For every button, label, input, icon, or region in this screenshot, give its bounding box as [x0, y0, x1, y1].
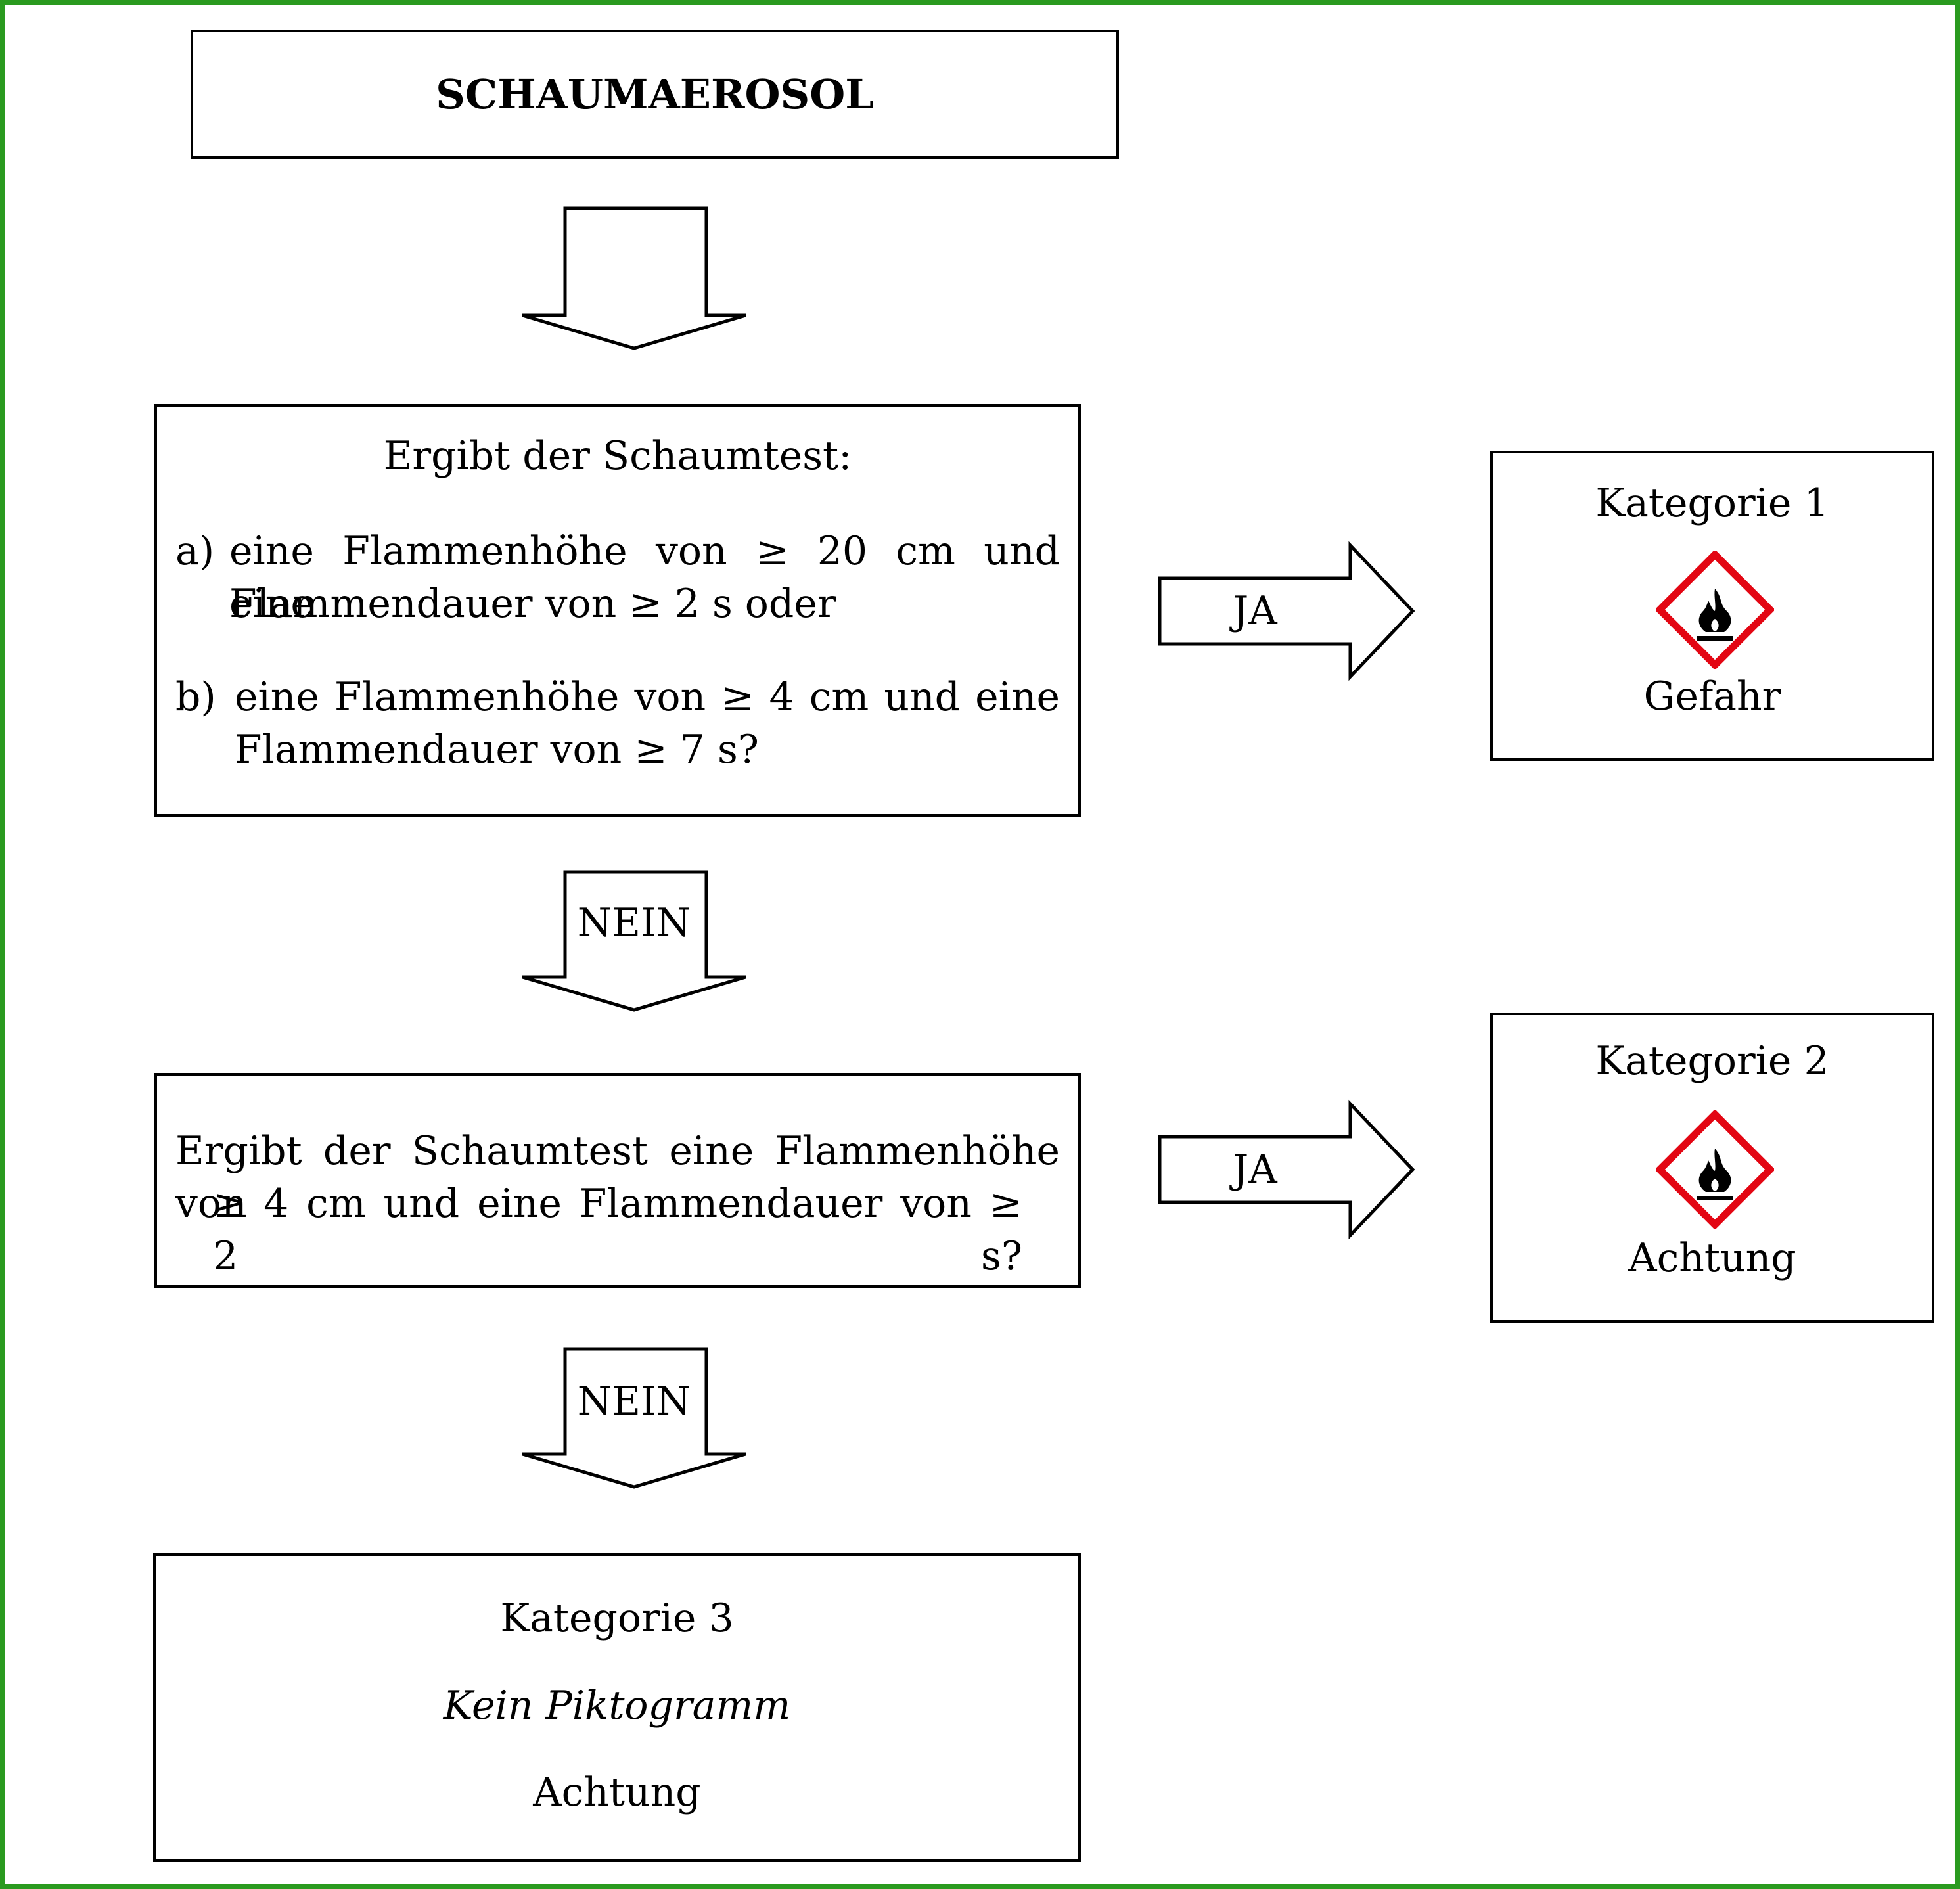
category3-box: Kategorie 3 Kein Piktogramm Achtung [153, 1553, 1081, 1862]
question2-box: Ergibt der Schaumtest eine Flammenhöhe v… [154, 1073, 1081, 1288]
category2-signal: Achtung [1628, 1235, 1796, 1281]
category3-title: Kategorie 3 [500, 1595, 734, 1641]
category1-box: Kategorie 1 Gefahr [1490, 451, 1934, 761]
condition-a-line2: Flammendauer von ≥ 2 s oder [229, 581, 836, 627]
question2-line2: ≥ 4 cm und eine Flammendauer von ≥ 2 s? [213, 1181, 1022, 1279]
title-text: SCHAUMAEROSOL [436, 70, 874, 118]
condition-a-line1: eine Flammenhöhe von ≥ 20 cm und eine [229, 528, 1060, 627]
condition-b-line1: eine Flammenhöhe von ≥ 4 cm und eine [235, 674, 1060, 720]
yes-label-1: JA [1233, 588, 1277, 634]
category3-signal: Achtung [533, 1769, 701, 1815]
condition-b-marker: b) [175, 674, 216, 720]
yes-label-2: JA [1233, 1147, 1277, 1193]
category2-box: Kategorie 2 Achtung [1490, 1013, 1934, 1323]
no-label-2: NEIN [577, 1378, 691, 1424]
yes-arrow-1 [1158, 541, 1415, 681]
no-label-1: NEIN [577, 900, 691, 946]
category1-signal: Gefahr [1643, 673, 1781, 719]
down-arrow-1 [522, 206, 746, 350]
down-arrow-2 [522, 870, 746, 1012]
condition-b: b) [175, 671, 216, 723]
question2-line1: Ergibt der Schaumtest eine Flammenhöhe v… [175, 1128, 1060, 1227]
condition-b-line2: Flammendauer von ≥ 7 s? [235, 727, 759, 773]
category1-title: Kategorie 1 [1595, 480, 1829, 526]
condition-a: a) [175, 525, 214, 578]
question1-box: Ergibt der Schaumtest: a) eine Flammenhö… [154, 404, 1081, 817]
title-box: SCHAUMAEROSOL [191, 30, 1119, 159]
condition-a-marker: a) [175, 528, 215, 574]
down-arrow-3 [522, 1347, 746, 1489]
question1-heading: Ergibt der Schaumtest: [383, 433, 852, 479]
flame-pictogram-icon [1656, 551, 1774, 669]
category2-title: Kategorie 2 [1595, 1038, 1829, 1084]
flame-pictogram-icon [1656, 1110, 1774, 1229]
category3-pictogram-note: Kein Piktogramm [443, 1683, 791, 1729]
yes-arrow-2 [1158, 1099, 1415, 1240]
